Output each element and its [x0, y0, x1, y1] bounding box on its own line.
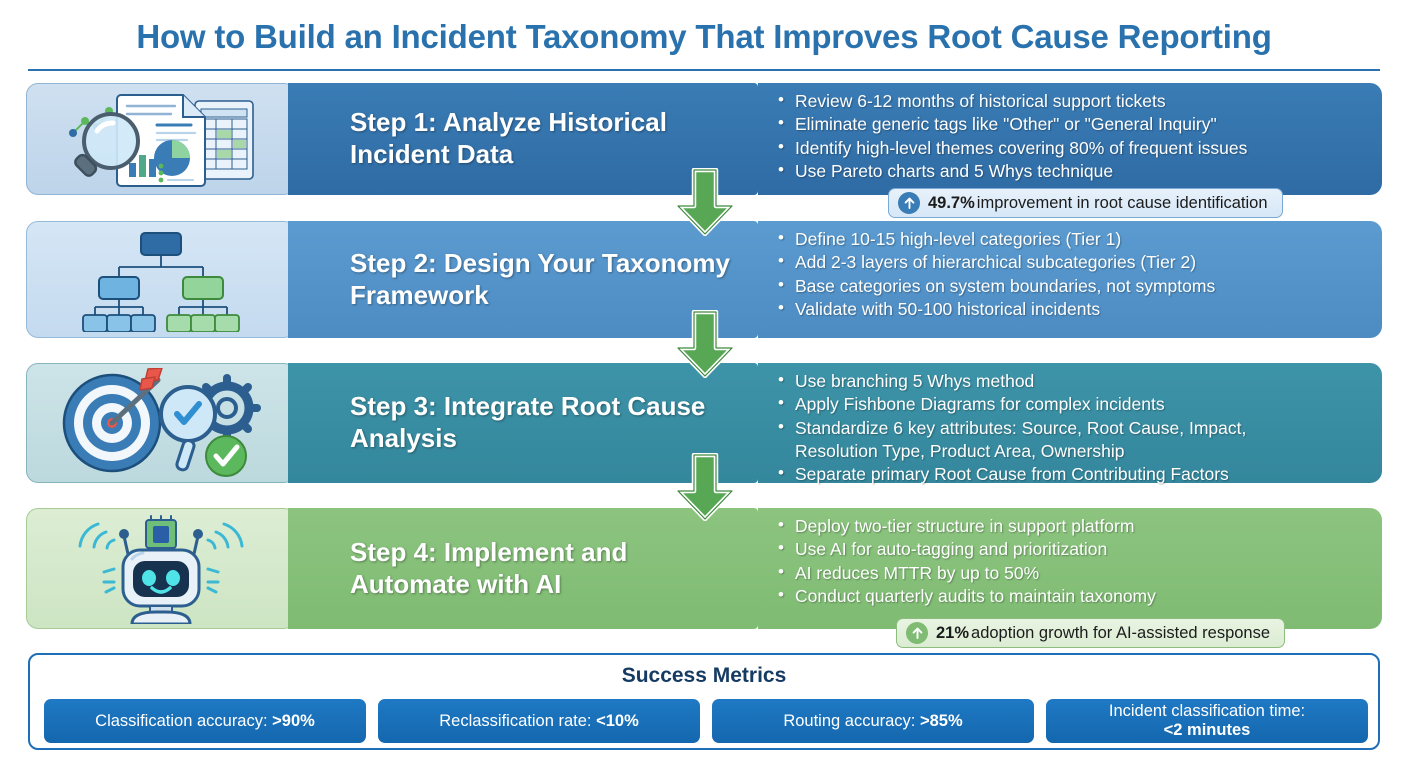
list-item: Standardize 6 key attributes: Source, Ro… — [776, 416, 1368, 464]
step-row-4: Step 4: Implement and Automate with AI D… — [26, 508, 1382, 629]
step-1-metric-value: 49.7% — [928, 193, 975, 212]
success-metrics-heading: Success Metrics — [621, 664, 787, 687]
step-4-metric-badge: 21% adoption growth for AI-assisted resp… — [896, 618, 1286, 648]
connector-arrow-3 — [674, 452, 736, 522]
metric-chip-3[interactable]: Routing accuracy: >85% — [712, 699, 1034, 743]
list-item: AI reduces MTTR by up to 50% — [776, 561, 1368, 585]
down-arrow-icon — [675, 309, 735, 379]
metric-chip-4-label: Incident classification time: — [1108, 702, 1306, 721]
success-metrics-panel: Success Metrics Classification accuracy:… — [28, 653, 1380, 750]
step-1-bullet-list: Review 6-12 months of historical support… — [776, 89, 1368, 183]
down-arrow-icon — [675, 167, 735, 237]
ai-robot-chip-icon — [78, 514, 244, 624]
metric-chip-1[interactable]: Classification accuracy: >90% — [44, 699, 366, 743]
list-item: Eliminate generic tags like "Other" or "… — [776, 112, 1368, 136]
metric-chip-2[interactable]: Reclassification rate: <10% — [378, 699, 700, 743]
connector-arrow-1 — [674, 167, 736, 237]
step-3-icon-panel — [26, 363, 296, 483]
step-2-title: Step 2: Design Your Taxonomy Framework — [350, 247, 730, 310]
step-3-bullet-list: Use branching 5 Whys method Apply Fishbo… — [776, 369, 1368, 486]
step-row-2: Step 2: Design Your Taxonomy Framework D… — [26, 221, 1382, 338]
list-item: Base categories on system boundaries, no… — [776, 274, 1368, 298]
step-4-bullet-panel: Deploy two-tier structure in support pla… — [758, 508, 1382, 629]
step-4-bullet-list: Deploy two-tier structure in support pla… — [776, 514, 1368, 608]
step-2-bullet-panel: Define 10-15 high-level categories (Tier… — [758, 221, 1382, 338]
metric-chip-3-label: Routing accuracy: — [783, 711, 920, 730]
step-4-title: Step 4: Implement and Automate with AI — [350, 536, 628, 599]
list-item: Use branching 5 Whys method — [776, 369, 1368, 393]
step-3-title-panel: Step 3: Integrate Root Cause Analysis — [288, 363, 758, 483]
step-1-metric-text: improvement in root cause identification — [976, 193, 1268, 212]
list-item: Review 6-12 months of historical support… — [776, 89, 1368, 113]
list-item: Apply Fishbone Diagrams for complex inci… — [776, 392, 1368, 416]
step-1-metric-badge: 49.7% improvement in root cause identifi… — [888, 188, 1283, 218]
step-1-bullet-panel: Review 6-12 months of historical support… — [758, 83, 1382, 195]
hierarchy-tree-icon — [82, 232, 240, 332]
arrow-up-circle-icon — [906, 622, 928, 644]
list-item: Use AI for auto-tagging and prioritizati… — [776, 537, 1368, 561]
metric-chip-1-value: >90% — [272, 711, 315, 730]
step-1-icon-panel — [26, 83, 296, 195]
step-2-bullet-list: Define 10-15 high-level categories (Tier… — [776, 227, 1368, 321]
step-4-metric-value: 21% — [936, 623, 970, 642]
page-title: How to Build an Incident Taxonomy That I… — [136, 18, 1272, 55]
list-item: Conduct quarterly audits to maintain tax… — [776, 584, 1368, 608]
connector-arrow-2 — [674, 309, 736, 379]
step-row-1: Step 1: Analyze Historical Incident Data… — [26, 83, 1382, 195]
metric-chip-2-label: Reclassification rate: — [439, 711, 597, 730]
list-item: Separate primary Root Cause from Contrib… — [776, 462, 1368, 486]
step-1-title-panel: Step 1: Analyze Historical Incident Data — [288, 83, 758, 195]
list-item: Validate with 50-100 historical incident… — [776, 297, 1368, 321]
step-1-title: Step 1: Analyze Historical Incident Data — [350, 107, 667, 169]
step-3-title: Step 3: Integrate Root Cause Analysis — [350, 391, 706, 453]
success-metrics-row: Classification accuracy: >90% Reclassifi… — [44, 699, 1368, 743]
step-2-icon-panel — [26, 221, 296, 338]
step-2-title-panel: Step 2: Design Your Taxonomy Framework — [288, 221, 758, 338]
magnifier-report-chart-icon — [68, 94, 254, 187]
list-item: Use Pareto charts and 5 Whys technique — [776, 159, 1368, 183]
metric-chip-2-value: <10% — [596, 711, 639, 730]
step-row-3: Step 3: Integrate Root Cause Analysis Us… — [26, 363, 1382, 486]
metric-chip-3-value: >85% — [919, 711, 963, 730]
metric-chip-4-value: <2 minutes — [1163, 721, 1251, 739]
step-4-icon-panel — [26, 508, 296, 629]
step-4-title-panel: Step 4: Implement and Automate with AI — [288, 508, 758, 629]
list-item: Identify high-level themes covering 80% … — [776, 136, 1368, 160]
target-magnifier-gear-check-icon — [62, 368, 261, 477]
down-arrow-icon — [675, 452, 735, 522]
page-title-wrapper: How to Build an Incident Taxonomy That I… — [0, 18, 1408, 56]
title-divider — [28, 69, 1380, 71]
metric-chip-1-label: Classification accuracy: — [95, 711, 273, 730]
arrow-up-circle-icon — [898, 192, 920, 214]
list-item: Add 2-3 layers of hierarchical subcatego… — [776, 250, 1368, 274]
step-3-bullet-panel: Use branching 5 Whys method Apply Fishbo… — [758, 363, 1382, 486]
list-item: Deploy two-tier structure in support pla… — [776, 514, 1368, 538]
metric-chip-4[interactable]: Incident classification time: <2 minutes — [1046, 699, 1368, 743]
list-item: Define 10-15 high-level categories (Tier… — [776, 227, 1368, 251]
step-4-metric-text: adoption growth for AI-assisted response — [971, 623, 1271, 642]
